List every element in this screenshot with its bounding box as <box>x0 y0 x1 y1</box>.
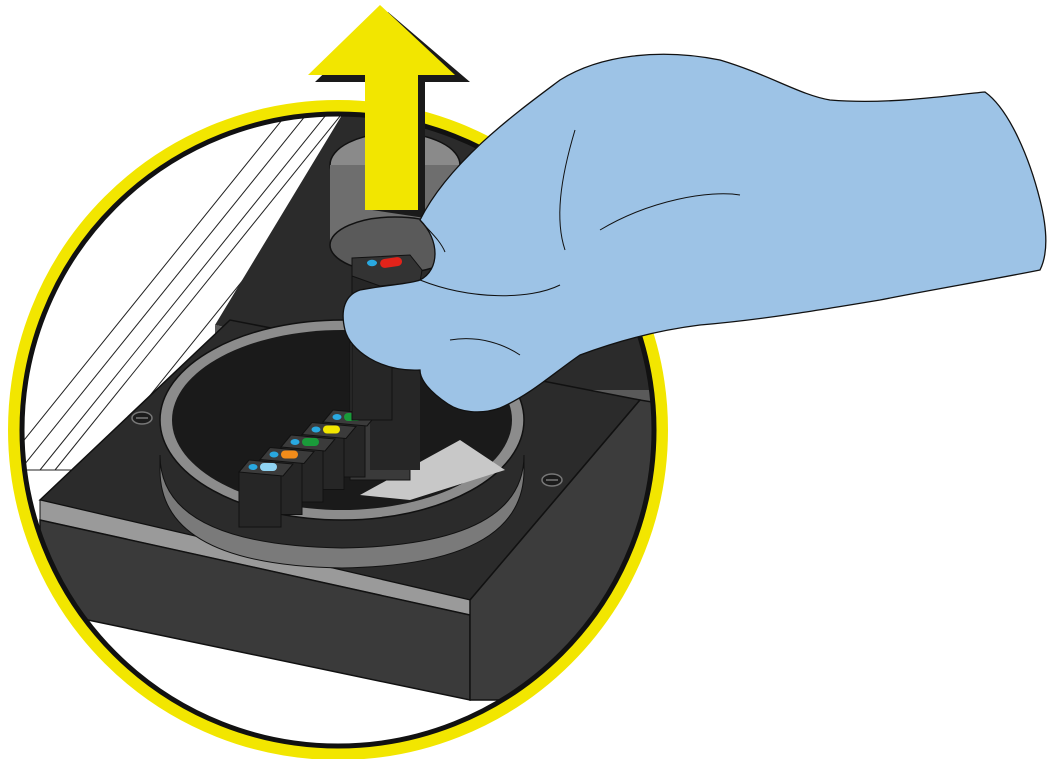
strip-color-bar <box>323 426 340 434</box>
strip-dot <box>270 452 279 458</box>
strip-color-bar <box>302 438 319 446</box>
strip-color-bar <box>260 463 277 471</box>
strip-dot <box>249 464 258 470</box>
screw-right <box>542 474 562 486</box>
screw-left <box>132 412 152 424</box>
strip-dot <box>333 414 342 420</box>
strip-dot <box>291 439 300 445</box>
strip-color-bar <box>281 451 298 459</box>
strip-dot <box>312 427 321 433</box>
held-strip-dot <box>367 260 377 266</box>
